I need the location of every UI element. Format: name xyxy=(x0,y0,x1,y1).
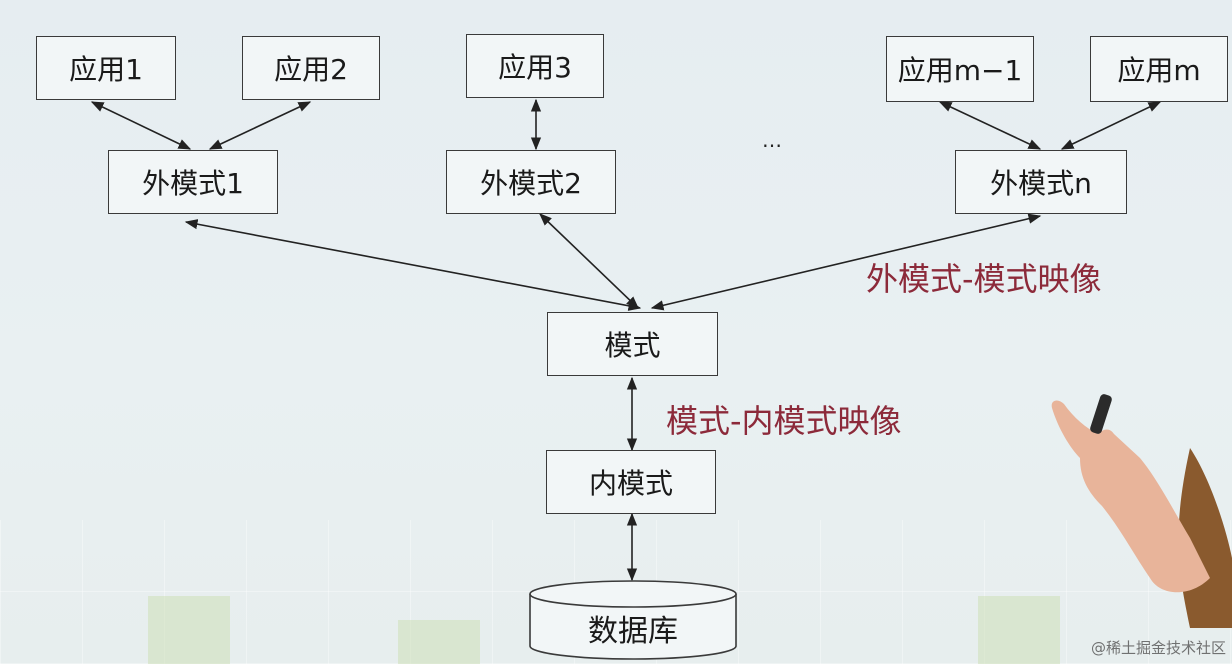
arrow-app1-ext1 xyxy=(90,101,192,150)
external-schema-2: 外模式2 xyxy=(446,150,616,214)
background-tile xyxy=(978,596,1060,664)
arrow-ext-n-schema xyxy=(650,213,1042,311)
schema-box: 模式 xyxy=(547,312,718,376)
internal-schema-box: 内模式 xyxy=(546,450,716,514)
background-tile xyxy=(148,596,230,664)
app-box-m: 应用m xyxy=(1090,36,1228,102)
arrow-ext1-schema xyxy=(184,219,642,311)
external-schema-mapping-label: 外模式-模式映像 xyxy=(866,260,1102,298)
database-label: 数据库 xyxy=(588,614,678,649)
background-tile xyxy=(398,620,480,664)
app-box-2: 应用2 xyxy=(242,36,380,100)
arrow-appm1-ext-n xyxy=(938,101,1042,150)
external-schema-n: 外模式n xyxy=(955,150,1127,214)
app-box-3: 应用3 xyxy=(466,34,604,98)
app-box-1: 应用1 xyxy=(36,36,176,100)
ellipsis: … xyxy=(762,128,782,152)
arrow-app2-ext1 xyxy=(208,101,312,150)
arrow-ext2-schema xyxy=(539,213,639,309)
external-schema-1: 外模式1 xyxy=(108,150,278,214)
watermark: @稀土掘金技术社区 xyxy=(1090,639,1226,657)
schema-internal-mapping-label: 模式-内模式映像 xyxy=(666,402,902,440)
presenter-hand xyxy=(1051,394,1232,628)
database-cylinder xyxy=(529,580,737,660)
app-box-m-minus-1: 应用m−1 xyxy=(886,36,1034,102)
arrow-appm-ext-n xyxy=(1060,101,1162,150)
